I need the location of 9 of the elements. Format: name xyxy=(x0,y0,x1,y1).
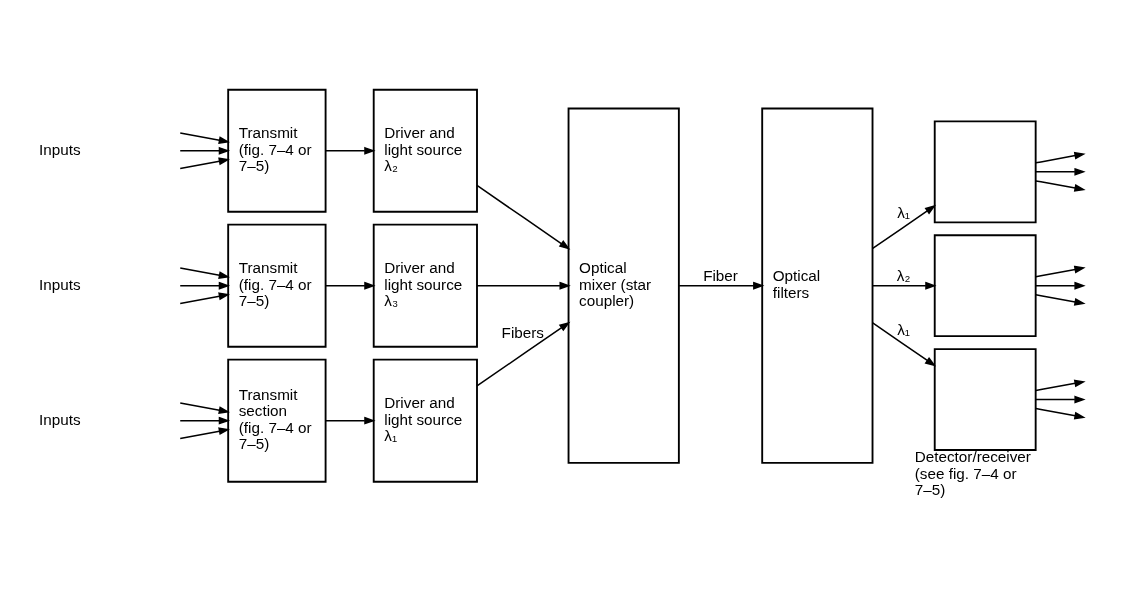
label: Inputs xyxy=(38,140,81,158)
edge-label: Fibers xyxy=(501,323,544,341)
edge-label: λ₁ xyxy=(897,321,911,339)
label: Inputs xyxy=(38,410,81,428)
edge-label: λ₁ xyxy=(897,204,911,222)
edge-label: λ₂ xyxy=(896,267,911,285)
label: Inputs xyxy=(38,275,81,293)
node-label: Detector/receiver (see fig. 7–4 or 7–5) xyxy=(914,448,1031,499)
edge-label: Fiber xyxy=(703,267,738,285)
